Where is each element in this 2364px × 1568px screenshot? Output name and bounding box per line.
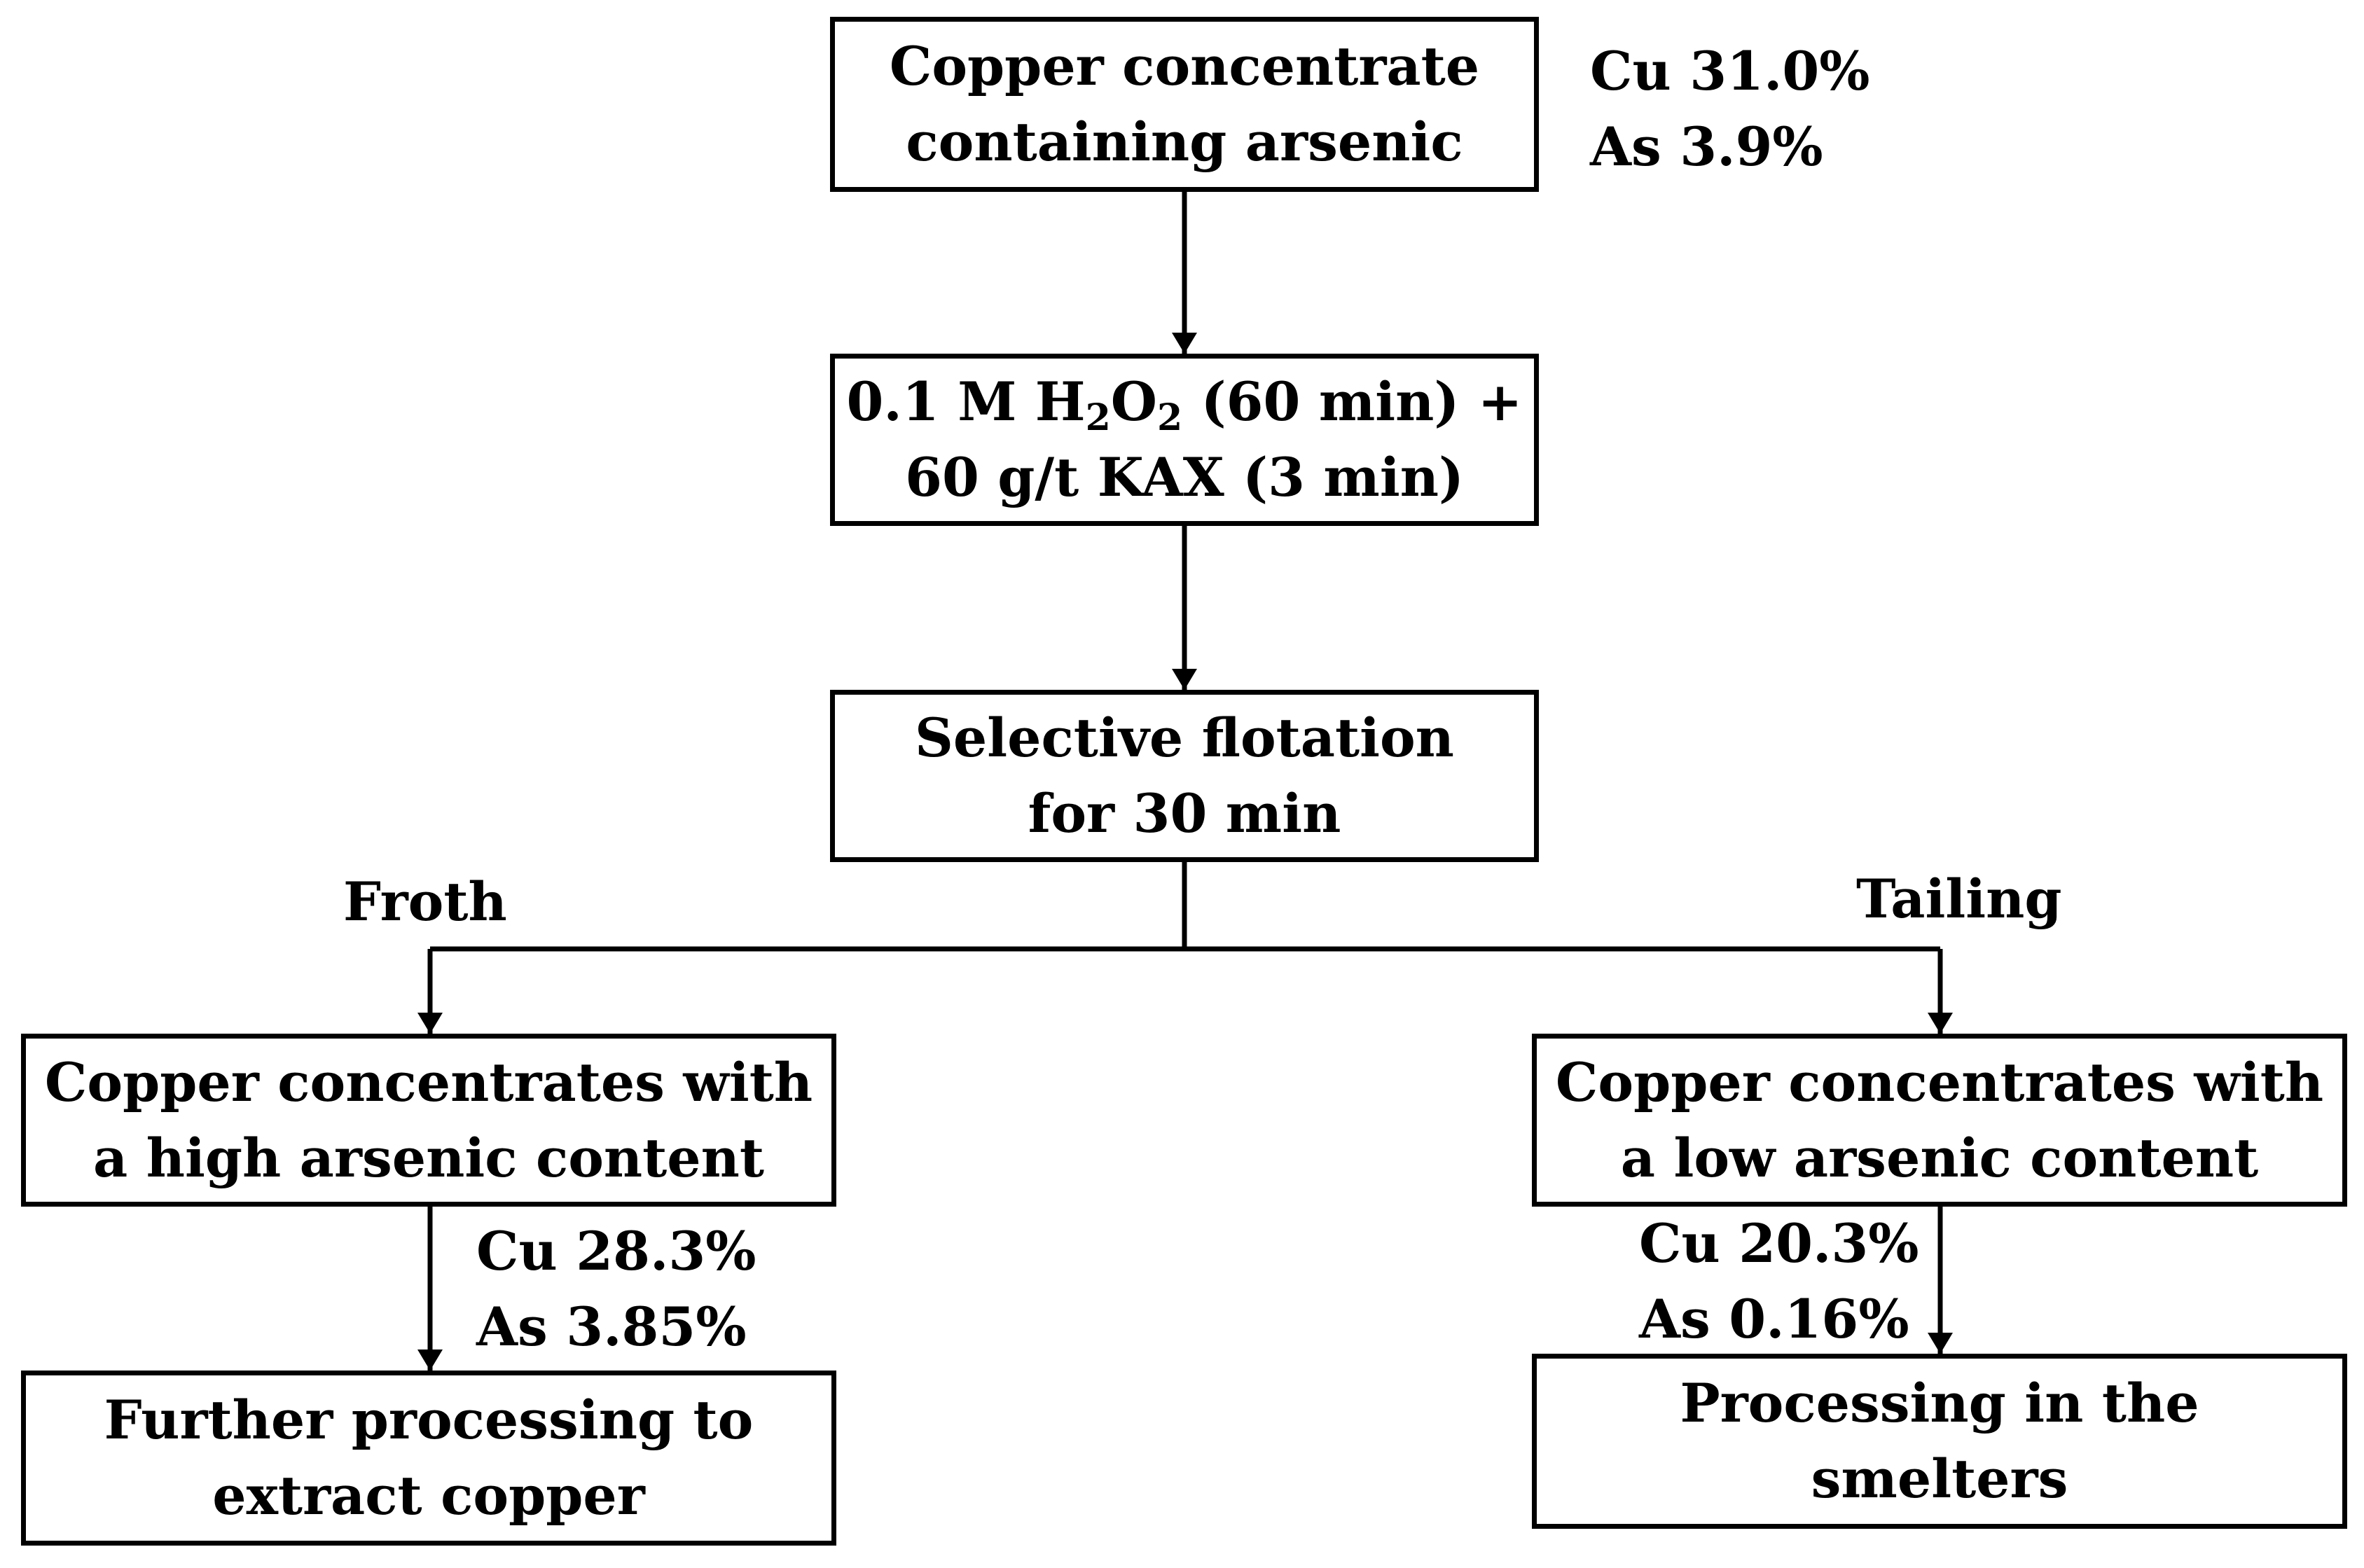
composition-high-arsenic-cu: Cu 28.3% (476, 1220, 756, 1282)
node-further-processing-line1: Further processing to (104, 1389, 754, 1451)
node-high-arsenic-line2: a high arsenic content (92, 1126, 764, 1189)
node-high-arsenic: Copper concentrates with a high arsenic … (21, 1034, 836, 1207)
node-low-arsenic: Copper concentrates with a low arsenic c… (1532, 1034, 2347, 1207)
composition-high-arsenic: Cu 28.3% As 3.85% (476, 1214, 756, 1365)
composition-start-as: As 3.9% (1590, 116, 1823, 178)
composition-low-arsenic: Cu 20.3% As 0.16% (1639, 1206, 1919, 1357)
composition-high-arsenic-as: As 3.85% (476, 1296, 747, 1358)
node-smelters-line1: Processing in the (1680, 1372, 2199, 1434)
composition-low-arsenic-as: As 0.16% (1639, 1288, 1909, 1350)
node-copper-concentrate-line2: containing arsenic (906, 111, 1463, 173)
node-treatment-line1: 0.1 M H2O2 (60 min) + (847, 364, 1523, 440)
node-treatment-line2: 60 g/t KAX (3 min) (905, 446, 1464, 508)
node-selective-flotation-line2: for 30 min (1028, 782, 1341, 845)
composition-start-cu: Cu 31.0% (1590, 40, 1870, 102)
node-copper-concentrate-line1: Copper concentrate (889, 35, 1480, 97)
node-low-arsenic-line2: a low arsenic content (1620, 1126, 2259, 1189)
branch-label-froth: Froth (343, 870, 507, 933)
node-copper-concentrate: Copper concentrate containing arsenic (830, 17, 1539, 192)
node-treatment: 0.1 M H2O2 (60 min) + 60 g/t KAX (3 min) (830, 354, 1539, 526)
formula-subscript-2: 2 (1157, 396, 1183, 439)
node-low-arsenic-line1: Copper concentrates with (1555, 1050, 2324, 1113)
formula-suffix: (60 min) + (1182, 370, 1523, 433)
composition-low-arsenic-cu: Cu 20.3% (1639, 1212, 1919, 1275)
node-selective-flotation-line1: Selective flotation (915, 707, 1454, 769)
formula-middle: O (1110, 370, 1157, 433)
node-further-processing-line2: extract copper (212, 1464, 645, 1527)
composition-start: Cu 31.0% As 3.9% (1590, 34, 1870, 185)
node-smelters: Processing in the smelters (1532, 1354, 2347, 1529)
node-smelters-line2: smelters (1811, 1448, 2068, 1510)
branch-label-tailing: Tailing (1856, 868, 2062, 930)
node-selective-flotation: Selective flotation for 30 min (830, 690, 1539, 862)
node-further-processing: Further processing to extract copper (21, 1371, 836, 1546)
formula-subscript-1: 2 (1085, 396, 1111, 439)
node-high-arsenic-line1: Copper concentrates with (44, 1050, 813, 1113)
formula-prefix: 0.1 M H (846, 370, 1086, 433)
